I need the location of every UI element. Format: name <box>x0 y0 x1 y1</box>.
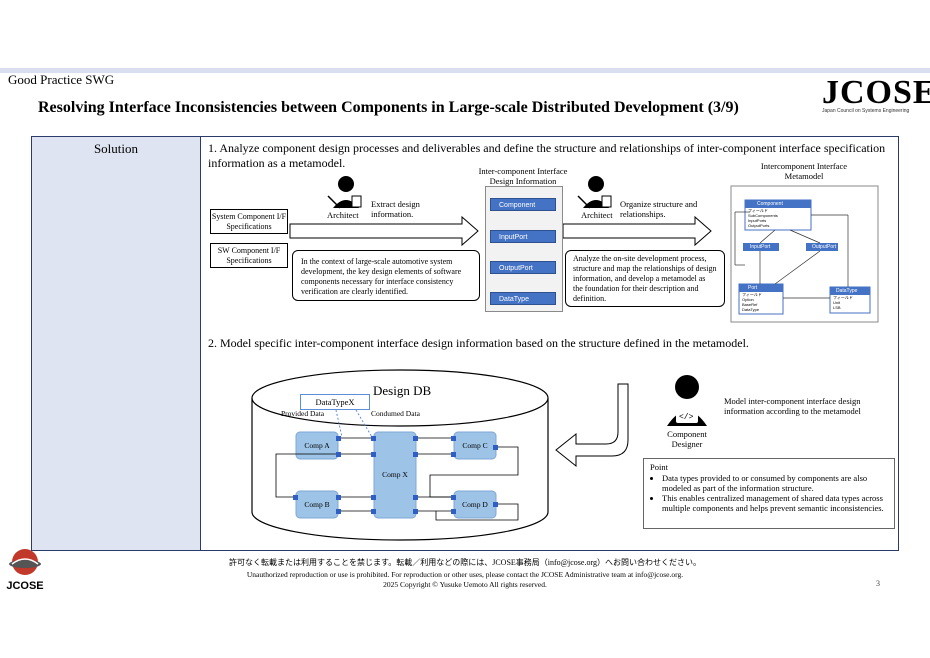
meta-attr-head: フィールド <box>833 295 853 300</box>
context-note: In the context of large-scale automotive… <box>292 250 480 301</box>
meta-attr: Option <box>742 297 754 302</box>
point-item: This enables centralized management of s… <box>662 493 888 513</box>
footer-jp: 許可なく転載または利用することを禁じます。転載／利用などの際には、JCOSE事務… <box>229 558 701 567</box>
info-item-inputport: InputPort <box>490 230 556 243</box>
meta-attr: BaseRef <box>742 302 758 307</box>
db-title: Design DB <box>373 383 432 398</box>
meta-component: Component <box>757 201 783 207</box>
meta-input: InputPort <box>750 244 771 250</box>
comp-x-label: Comp X <box>382 470 408 479</box>
slide-title: Resolving Interface Inconsistencies betw… <box>38 99 739 116</box>
info-item-outputport: OutputPort <box>490 261 556 274</box>
left-panel <box>32 137 201 550</box>
corner-logo: JCOSE <box>2 548 48 592</box>
meta-attr: SubComponents <box>748 213 778 218</box>
solution-label: Solution <box>93 141 139 156</box>
designer-icon: </> <box>667 375 707 426</box>
meta-attr: Unit <box>833 300 841 305</box>
header-band <box>0 68 930 73</box>
logo-subtitle: Japan Council on Systems Engineering <box>822 108 910 114</box>
meta-port-attrs: フィールド Option BaseRef DataType <box>742 292 762 312</box>
comp-b-box <box>295 490 339 519</box>
meta-datatype-attrs: フィールド Unit LSB <box>833 295 853 310</box>
architect-label-1: Architect <box>327 210 359 220</box>
org-label: Good Practice SWG <box>8 72 115 87</box>
analyze-note: Analyze the on-site development process,… <box>565 250 725 307</box>
info-title: Inter-component Interface Design Informa… <box>478 166 568 186</box>
datatype-box: DataTypeX <box>300 394 370 410</box>
info-item-datatype: DataType <box>490 292 556 305</box>
page-number: 3 <box>876 579 880 588</box>
corner-logo-text: JCOSE <box>6 580 44 592</box>
svg-text:</>: </> <box>679 413 694 422</box>
architect-icon-1 <box>327 176 362 209</box>
meta-output: OutputPort <box>812 244 837 250</box>
jcose-logo: JCOSE Japan Council on Systems Engineeri… <box>822 74 930 115</box>
meta-attr: OutputPorts <box>748 223 770 228</box>
comp-a-label: Comp A <box>304 441 330 450</box>
design-info-list: Component InputPort OutputPort DataType <box>485 186 563 312</box>
consumed-label: Condumed Data <box>371 409 420 418</box>
u-arrow <box>555 383 629 468</box>
meta-attr-head: フィールド <box>748 208 768 213</box>
point-title: Point <box>650 462 668 472</box>
comp-d-label: Comp D <box>462 500 488 509</box>
meta-component-attrs: フィールド SubComponents InputPorts OutputPor… <box>748 208 778 228</box>
metamodel-title: Intercomponent Interface Metamodel <box>760 161 848 181</box>
info-item-component: Component <box>490 198 556 211</box>
content-frame <box>31 136 899 551</box>
comp-x-box <box>373 431 417 519</box>
car-badge-icon <box>9 549 41 575</box>
extract-text: Extract design information. <box>371 199 420 219</box>
provided-label: Provided Data <box>281 409 325 418</box>
comp-a-box <box>295 431 339 460</box>
meta-port: Port <box>748 285 758 291</box>
step2-text: 2. Model specific inter-component interf… <box>208 336 749 350</box>
spec-sw: SW Component I/F Specifications <box>210 243 288 268</box>
logo-text: JCOSE <box>822 74 930 111</box>
architect-icon-2 <box>577 176 612 209</box>
comp-c-label: Comp C <box>462 441 488 450</box>
meta-attr: DataType <box>742 307 760 312</box>
meta-datatype: DataType <box>836 288 858 294</box>
comp-b-label: Comp B <box>304 500 330 509</box>
point-box: Point Data types provided to or consumed… <box>643 458 895 529</box>
meta-attr: InputPorts <box>748 218 767 223</box>
footer-en: Unauthorized reproduction or use is proh… <box>246 570 684 579</box>
arrow-step1-b <box>562 215 712 247</box>
model-text: Model inter-component interface design i… <box>724 396 861 416</box>
organize-text: Organize structure and relationships. <box>620 199 698 219</box>
architect-label-2: Architect <box>581 210 613 220</box>
step1-text: 1. Analyze component design processes an… <box>208 141 886 170</box>
footer-copyright: 2025 Copyright © Yusuke Uemoto All right… <box>383 580 547 589</box>
arrow-step1-a <box>289 215 479 247</box>
point-item: Data types provided to or consumed by co… <box>662 473 888 493</box>
meta-attr: LSB <box>833 305 841 310</box>
db-cylinder-top <box>251 369 549 427</box>
designer-label: Component Designer <box>667 429 707 449</box>
spec-system: System Component I/F Specifications <box>210 209 288 234</box>
meta-attr-head: フィールド <box>742 292 762 297</box>
